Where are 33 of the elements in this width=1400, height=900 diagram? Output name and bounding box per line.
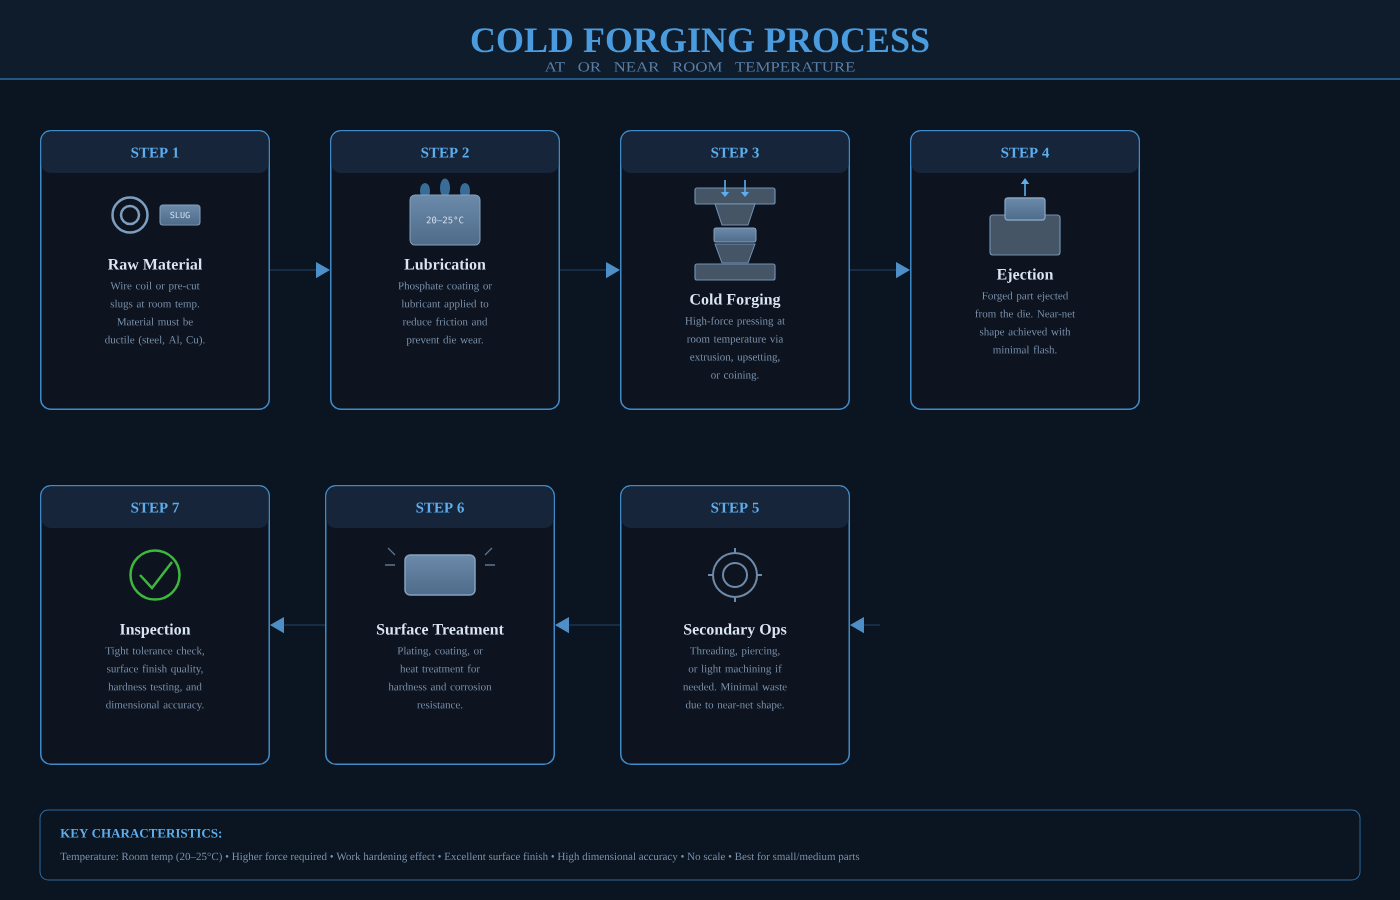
labeled-block: 20–25°C <box>409 194 481 246</box>
card-header: STEP 1 <box>41 131 269 173</box>
card-header: STEP 6 <box>326 486 554 528</box>
step-title: Cold Forging <box>690 293 781 309</box>
step-description: Phosphate coating or lubricant applied to reduce friction and prevent die wear. <box>398 281 492 346</box>
panel-heading: KEY CHARACTERISTICS: <box>60 828 222 838</box>
step-title: Inspection <box>119 623 191 638</box>
card-header: STEP 3 <box>621 131 849 173</box>
arrow <box>850 617 881 633</box>
step-description: High-force pressing at room temperature via extrusion, upsetting, or coining. <box>685 316 786 381</box>
step-description: Threading, piercing, or light machining if needed. Minimal waste due to near-net shape. <box>683 646 787 711</box>
card-header: STEP 5 <box>621 486 849 528</box>
step-title: Ejection <box>996 268 1054 283</box>
arrow <box>849 262 910 278</box>
card-header: STEP 4 <box>911 131 1139 173</box>
arrow <box>270 617 326 633</box>
arrow <box>269 262 330 278</box>
step-title: Raw Material <box>107 258 203 270</box>
step-title: Lubrication <box>404 258 486 270</box>
labeled-block: SLUG <box>159 204 201 226</box>
arrow <box>559 262 620 278</box>
step-description: Tight tolerance check, surface finish quality, hardness testing, and dimensional accuracy. <box>105 646 205 711</box>
step-description: Forged part ejected from the die. Near-net shape achieved with minimal flash. <box>975 291 1076 354</box>
arrow <box>555 617 621 633</box>
card-header: STEP 7 <box>41 486 269 528</box>
step-description: Plating, coating, or heat treatment for hardness and corrosion resistance. <box>388 646 492 709</box>
subtitle: AT OR NEAR ROOM TEMPERATURE <box>544 62 855 72</box>
step-title: Secondary Ops <box>684 623 787 638</box>
step-title: Surface Treatment <box>376 623 504 635</box>
step-description: Wire coil or pre-cut slugs at room temp. Material must be ductile (steel, Al, Cu). <box>105 281 205 346</box>
title: COLD FORGING PROCESS <box>471 28 929 53</box>
panel-text: Temperature: Room temp (20–25°C) • Higher force required • Work hardening effect • Excellent surface finish • High dimensional accuracy • No scale • Best for small/medium parts <box>60 852 860 863</box>
card-header: STEP 2 <box>331 131 559 173</box>
